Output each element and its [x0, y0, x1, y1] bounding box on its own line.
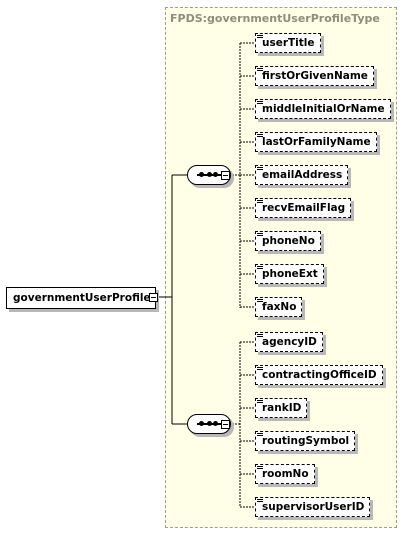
element-label: contractingOfficeID: [262, 369, 377, 381]
element-label: userTitle: [262, 37, 315, 49]
element-label: lastOrFamilyName: [262, 136, 371, 148]
element-contractingOfficeID[interactable]: contractingOfficeID: [255, 365, 383, 385]
root-element-label: governmentUserProfile: [13, 292, 151, 304]
element-label: faxNo: [262, 301, 297, 313]
element-label: middleInitialOrName: [262, 103, 385, 115]
element-details-icon: [257, 200, 263, 205]
element-label: agencyID: [262, 336, 317, 348]
element-details-icon: [257, 433, 263, 438]
element-supervisorUserID[interactable]: supervisorUserID: [255, 497, 371, 517]
element-recvEmailFlag[interactable]: recvEmailFlag: [255, 198, 352, 218]
element-label: supervisorUserID: [262, 501, 365, 513]
element-details-icon: [257, 167, 263, 172]
element-details-icon: [257, 299, 263, 304]
element-details-icon: [257, 334, 263, 339]
element-details-icon: [257, 134, 263, 139]
element-phoneExt[interactable]: phoneExt: [255, 264, 324, 284]
element-label: rankID: [262, 402, 302, 414]
element-emailAddress[interactable]: emailAddress: [255, 165, 349, 185]
element-label: roomNo: [262, 468, 309, 480]
element-roomNo[interactable]: roomNo: [255, 464, 315, 484]
element-details-icon: [257, 68, 263, 73]
element-details-icon: [257, 266, 263, 271]
element-firstOrGivenName[interactable]: firstOrGivenName: [255, 66, 374, 86]
element-agencyID[interactable]: agencyID: [255, 332, 323, 352]
complex-type-title: FPDS:governmentUserProfileType: [170, 12, 380, 25]
element-label: routingSymbol: [262, 435, 350, 447]
element-label: phoneExt: [262, 268, 318, 280]
root-element-governmentUserProfile[interactable]: governmentUserProfile: [6, 287, 156, 309]
element-label: firstOrGivenName: [262, 70, 368, 82]
sequence-compositor-1[interactable]: [187, 165, 231, 185]
sequence-compositor-2[interactable]: [187, 414, 231, 434]
element-details-icon: [257, 499, 263, 504]
element-lastOrFamilyName[interactable]: lastOrFamilyName: [255, 132, 377, 152]
element-details-icon: [257, 101, 263, 106]
element-label: emailAddress: [262, 169, 343, 181]
element-details-icon: [257, 466, 263, 471]
element-details-icon: [257, 35, 263, 40]
element-faxNo[interactable]: faxNo: [255, 297, 303, 317]
sequence-2-collapse-toggle[interactable]: [221, 420, 230, 429]
element-rankID[interactable]: rankID: [255, 398, 308, 418]
element-middleInitialOrName[interactable]: middleInitialOrName: [255, 99, 391, 119]
root-collapse-toggle[interactable]: [149, 293, 158, 302]
element-details-icon: [257, 367, 263, 372]
element-label: phoneNo: [262, 235, 315, 247]
element-phoneNo[interactable]: phoneNo: [255, 231, 321, 251]
element-details-icon: [257, 400, 263, 405]
element-userTitle[interactable]: userTitle: [255, 33, 321, 53]
element-label: recvEmailFlag: [262, 202, 346, 214]
element-routingSymbol[interactable]: routingSymbol: [255, 431, 356, 451]
element-details-icon: [257, 233, 263, 238]
sequence-1-collapse-toggle[interactable]: [221, 171, 230, 180]
